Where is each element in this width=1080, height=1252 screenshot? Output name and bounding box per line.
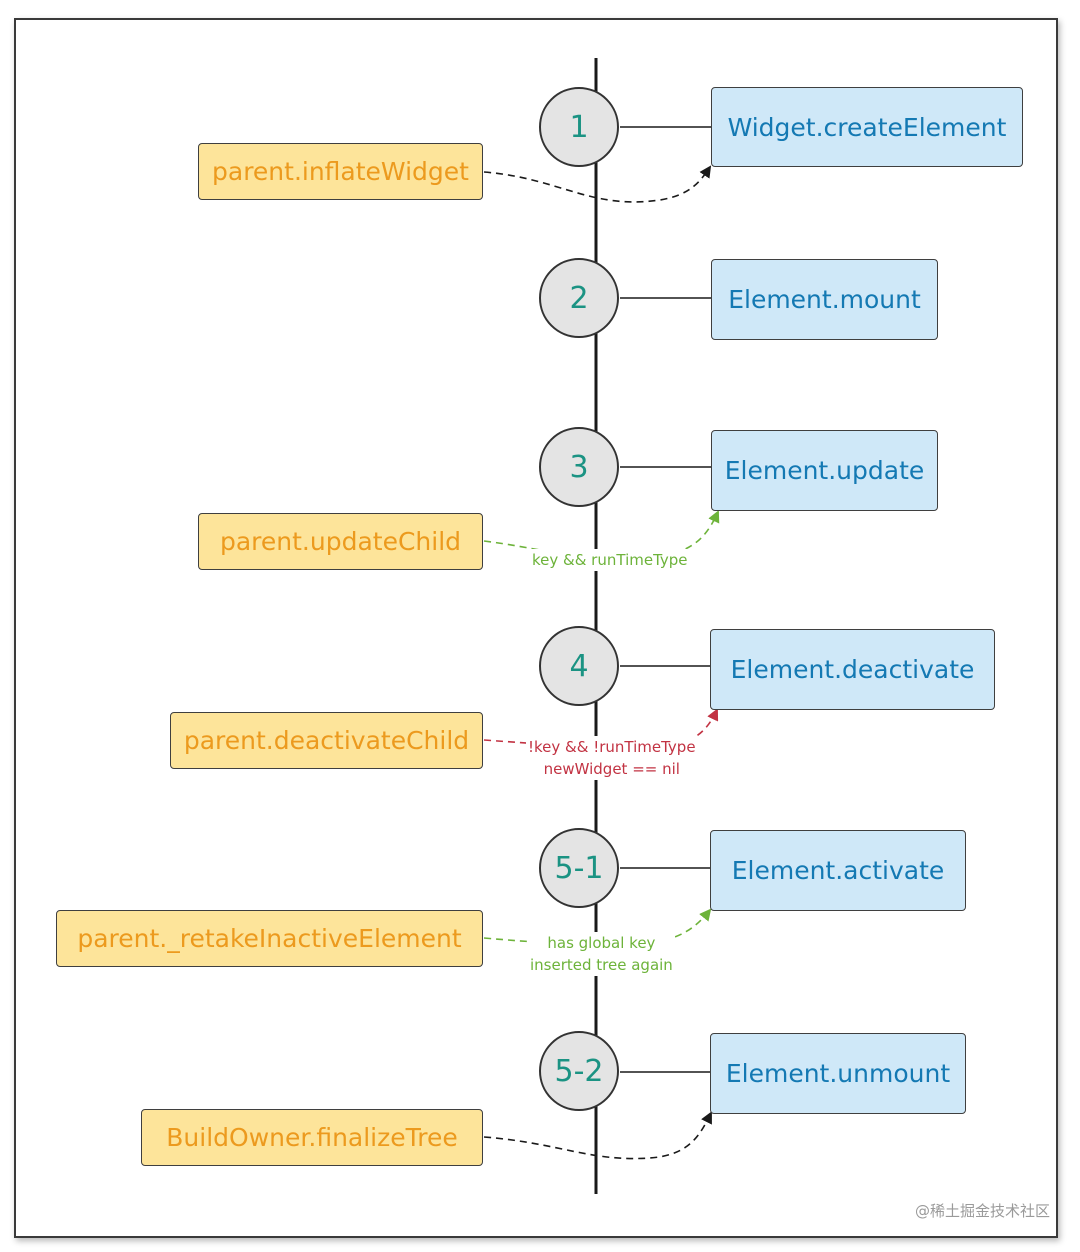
step-4-circle: 4 xyxy=(539,626,619,706)
parent-inflate-widget-box: parent.inflateWidget xyxy=(198,143,483,200)
build-owner-finalize-tree-box: BuildOwner.finalizeTree xyxy=(141,1109,483,1166)
element-update-box: Element.update xyxy=(711,430,938,511)
condition-line: inserted tree again xyxy=(530,956,673,974)
element-deactivate-box: Element.deactivate xyxy=(710,629,995,710)
activate-condition-label: has global key inserted tree again xyxy=(528,932,675,976)
step-5-1-circle: 5-1 xyxy=(539,828,619,908)
update-condition-label: key && runTimeType xyxy=(530,549,690,571)
arrow-inflate-to-create xyxy=(483,165,712,203)
element-unmount-box: Element.unmount xyxy=(710,1033,966,1114)
watermark: @稀土掘金技术社区 xyxy=(914,1202,1050,1220)
condition-line: has global key xyxy=(547,934,656,952)
parent-retake-inactive-element-box: parent._retakeInactiveElement xyxy=(56,910,483,967)
condition-line: !key && !runTimeType xyxy=(528,738,696,756)
condition-line: newWidget == nil xyxy=(543,760,680,778)
widget-create-element-box: Widget.createElement xyxy=(711,87,1023,167)
arrow-finalize-tree xyxy=(483,1111,712,1160)
step-5-2-circle: 5-2 xyxy=(539,1031,619,1111)
element-activate-box: Element.activate xyxy=(710,830,966,911)
step-3-circle: 3 xyxy=(539,427,619,507)
step-2-circle: 2 xyxy=(539,258,619,338)
condition-line: key && runTimeType xyxy=(532,551,688,569)
element-mount-box: Element.mount xyxy=(711,259,938,340)
step-1-circle: 1 xyxy=(539,87,619,167)
deactivate-condition-label: !key && !runTimeType newWidget == nil xyxy=(526,736,698,780)
parent-update-child-box: parent.updateChild xyxy=(198,513,483,570)
parent-deactivate-child-box: parent.deactivateChild xyxy=(170,712,483,769)
